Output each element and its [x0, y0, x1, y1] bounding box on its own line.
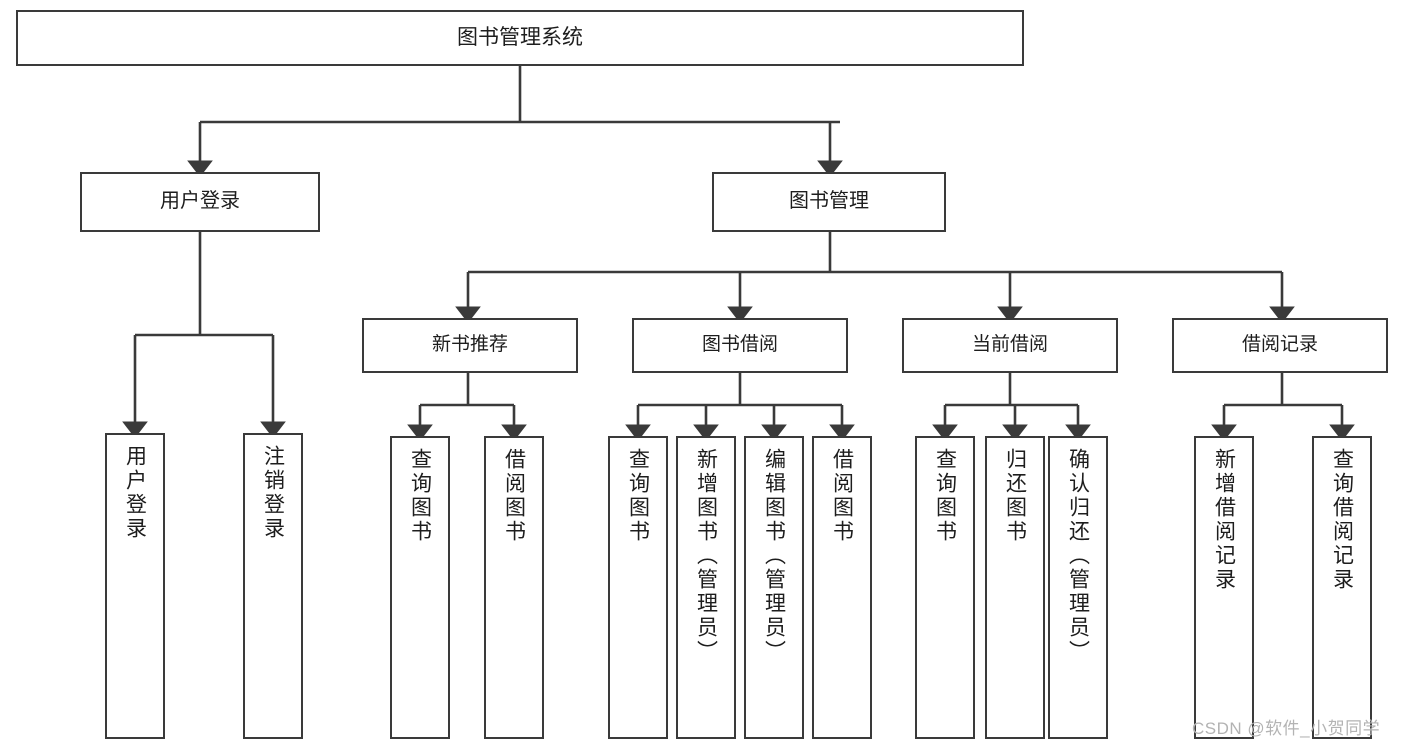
leaf-current-query-book-label: 查询图书	[933, 448, 957, 544]
leaf-borrow-add-book-label: 新增图书（管理员）	[694, 448, 718, 664]
leaf-record-add-label: 新增借阅记录	[1212, 448, 1236, 592]
node-root-system[interactable]: 图书管理系统	[16, 10, 1024, 66]
leaf-new-book-borrow-label: 借阅图书	[502, 448, 526, 544]
node-new-book-recommend[interactable]: 新书推荐	[362, 318, 578, 373]
leaf-current-query-book[interactable]: 查询图书	[915, 436, 975, 739]
node-book-borrow[interactable]: 图书借阅	[632, 318, 848, 373]
leaf-new-book-query-label: 查询图书	[408, 448, 432, 544]
node-root-system-label: 图书管理系统	[457, 25, 583, 49]
leaf-user-login-signin[interactable]: 用户登录	[105, 433, 165, 739]
leaf-current-return-book-label: 归还图书	[1003, 448, 1027, 544]
node-borrow-record-label: 借阅记录	[1241, 334, 1318, 356]
node-user-login[interactable]: 用户登录	[80, 172, 320, 232]
leaf-borrow-add-book[interactable]: 新增图书（管理员）	[676, 436, 736, 739]
leaf-current-confirm-return-label: 确认归还（管理员）	[1066, 448, 1090, 664]
node-user-login-label: 用户登录	[160, 190, 240, 213]
leaf-user-login-signout-label: 注销登录	[261, 445, 285, 541]
node-borrow-record[interactable]: 借阅记录	[1172, 318, 1388, 373]
leaf-borrow-borrow-book[interactable]: 借阅图书	[812, 436, 872, 739]
leaf-borrow-query-book[interactable]: 查询图书	[608, 436, 668, 739]
leaf-record-query[interactable]: 查询借阅记录	[1312, 436, 1372, 739]
node-current-borrow-label: 当前借阅	[971, 334, 1048, 356]
leaf-user-login-signout[interactable]: 注销登录	[243, 433, 303, 739]
leaf-current-return-book[interactable]: 归还图书	[985, 436, 1045, 739]
node-new-book-recommend-label: 新书推荐	[431, 334, 508, 356]
leaf-record-query-label: 查询借阅记录	[1330, 448, 1354, 592]
leaf-new-book-borrow[interactable]: 借阅图书	[484, 436, 544, 739]
node-book-management-label: 图书管理	[789, 190, 869, 213]
node-book-borrow-label: 图书借阅	[701, 334, 778, 356]
node-current-borrow[interactable]: 当前借阅	[902, 318, 1118, 373]
leaf-record-add[interactable]: 新增借阅记录	[1194, 436, 1254, 739]
leaf-borrow-edit-book-label: 编辑图书（管理员）	[762, 448, 786, 664]
leaf-borrow-edit-book[interactable]: 编辑图书（管理员）	[744, 436, 804, 739]
leaf-new-book-query[interactable]: 查询图书	[390, 436, 450, 739]
leaf-borrow-query-book-label: 查询图书	[626, 448, 650, 544]
node-book-management[interactable]: 图书管理	[712, 172, 946, 232]
leaf-current-confirm-return[interactable]: 确认归还（管理员）	[1048, 436, 1108, 739]
leaf-borrow-borrow-book-label: 借阅图书	[830, 448, 854, 544]
leaf-user-login-signin-label: 用户登录	[123, 445, 147, 541]
csdn-watermark: CSDN @软件_小贺同学	[1192, 719, 1381, 738]
